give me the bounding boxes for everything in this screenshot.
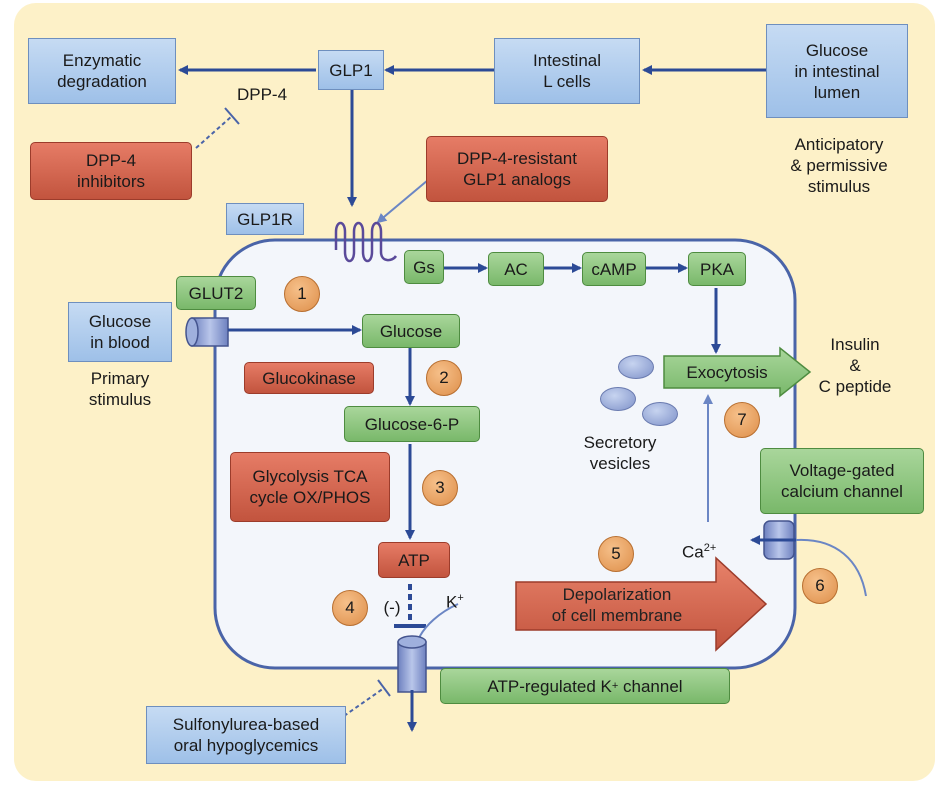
sulfonylurea-inhibition-line [343, 687, 385, 717]
dpp4-inhibition-line [195, 115, 233, 149]
step-6-badge: 6 [802, 568, 838, 604]
depolarization-arrow [515, 556, 768, 652]
gs-box: Gs [404, 250, 444, 284]
sulfonylurea-inhibition-bar [377, 679, 391, 697]
ca-ion-charge: 2+ [703, 542, 717, 554]
katp-label-main: ATP-regulated K [487, 676, 612, 696]
katp-channel-cap [397, 635, 427, 649]
pka-box: PKA [688, 252, 746, 286]
glucose-lumen-box: Glucose in intestinal lumen [766, 24, 908, 118]
glucose-blood-box: Glucose in blood [68, 302, 172, 362]
step-7-badge: 7 [724, 402, 760, 438]
glucokinase-box: Glucokinase [244, 362, 374, 394]
dpp4-label: DPP-4 [236, 85, 288, 104]
depolarization-label: Depolarization of cell membrane [551, 585, 683, 625]
secretory-vesicle [642, 402, 678, 426]
ca-ion-label: Ca2+ [682, 538, 742, 563]
step-5-badge: 5 [598, 536, 634, 572]
ac-box: AC [488, 252, 544, 286]
glut2-transporter-cap [185, 317, 199, 347]
intestinal-l-cells-box: Intestinal L cells [494, 38, 640, 104]
ca-channel-gate-line [795, 538, 867, 597]
step-4-badge: 4 [332, 590, 368, 626]
step-2-badge: 2 [426, 360, 462, 396]
exocytosis-arrow [663, 346, 812, 398]
katp-channel-body [397, 641, 427, 693]
k-ion-charge: + [457, 592, 464, 604]
glp1-box: GLP1 [318, 50, 384, 90]
anticipatory-stimulus-label: Anticipatory & permissive stimulus [790, 135, 888, 196]
atp-box: ATP [378, 542, 450, 578]
katp-label-suffix: channel [618, 676, 683, 696]
enzymatic-degradation-box: Enzymatic degradation [28, 38, 176, 104]
secretory-vesicle [618, 355, 654, 379]
voltage-gated-channel-box: Voltage-gated calcium channel [760, 448, 924, 514]
katp-channel-box: ATP-regulated K+ channel [440, 668, 730, 704]
glut2-box: GLUT2 [176, 276, 256, 310]
k-ion-symbol: K [446, 592, 458, 612]
glp1r-receptor-shape [334, 221, 398, 263]
step-3-badge: 3 [422, 470, 458, 506]
dpp4-inhibition-bar [224, 107, 240, 125]
exocytosis-label: Exocytosis [686, 363, 768, 382]
primary-stimulus-label: Primary stimulus [88, 369, 152, 409]
arrow-analogs-to-receptor [376, 179, 429, 224]
camp-box: cAMP [582, 252, 646, 286]
step-1-badge: 1 [284, 276, 320, 312]
secretory-vesicle [600, 387, 636, 411]
k-ion-label: K+ [446, 588, 486, 613]
glucose-box: Glucose [362, 314, 460, 348]
glycolysis-box: Glycolysis TCA cycle OX/PHOS [230, 452, 390, 522]
glp1r-box: GLP1R [226, 203, 304, 235]
ca-ion-symbol: Ca [682, 542, 704, 562]
inhibition-sign: (-) [383, 598, 401, 617]
secretory-vesicles-label: Secretory vesicles [583, 433, 657, 473]
insulin-c-peptide-label: Insulin & C peptide [818, 335, 892, 396]
dpp4-inhibitors-box: DPP-4 inhibitors [30, 142, 192, 200]
katp-label-charge: + [611, 679, 619, 692]
glucose-6-p-box: Glucose-6-P [344, 406, 480, 442]
sulfonylurea-box: Sulfonylurea-based oral hypoglycemics [146, 706, 346, 764]
dpp4-resistant-analogs-box: DPP-4-resistant GLP1 analogs [426, 136, 608, 202]
